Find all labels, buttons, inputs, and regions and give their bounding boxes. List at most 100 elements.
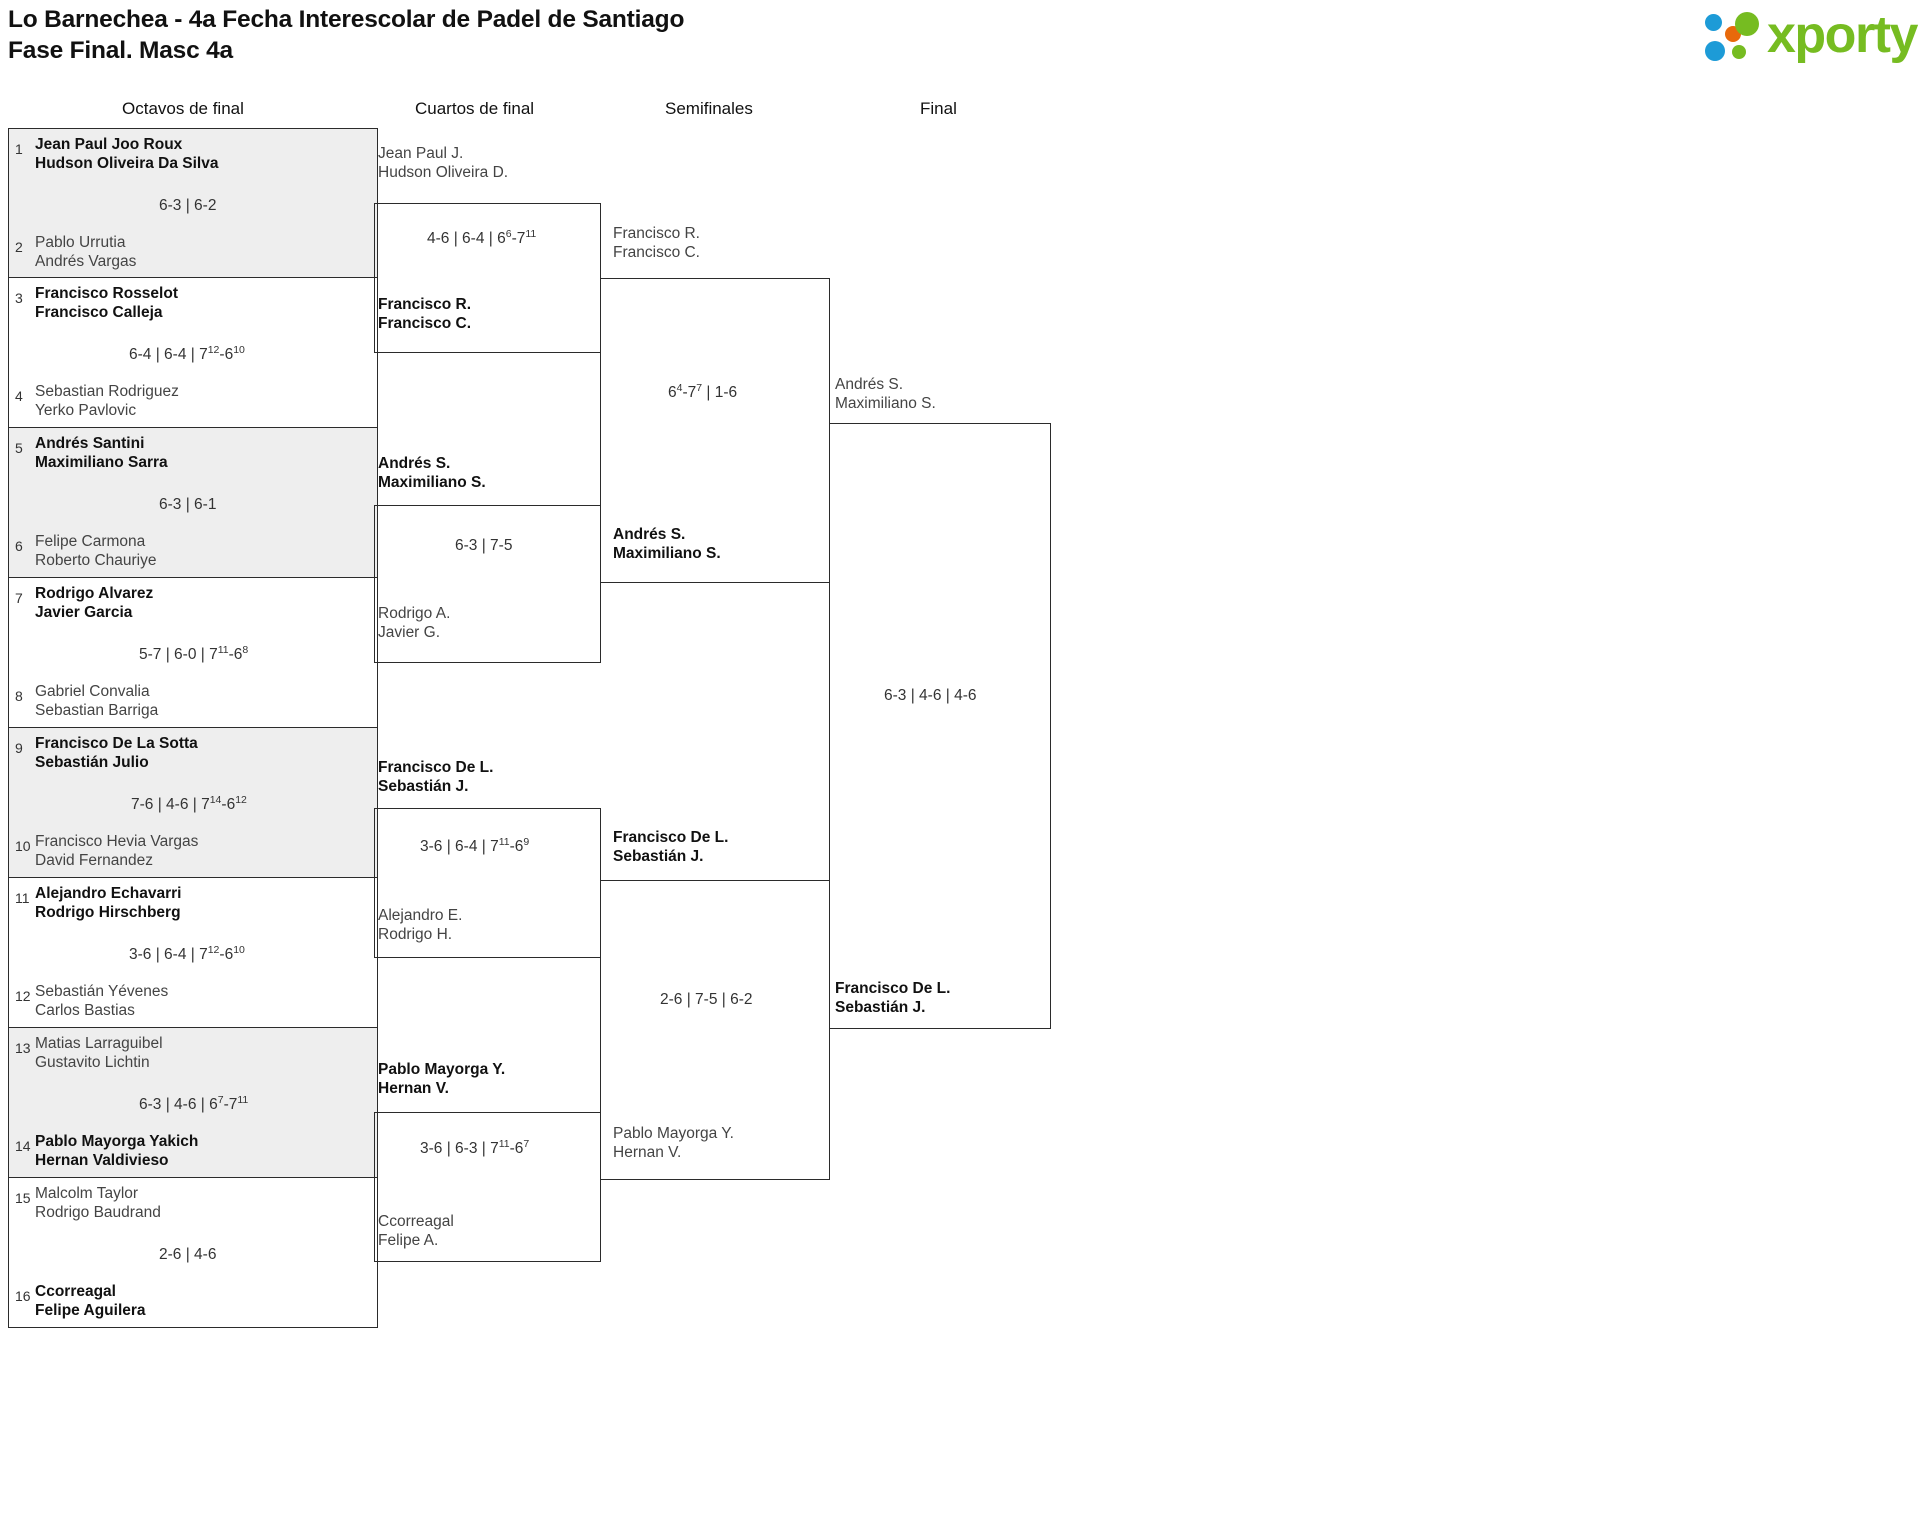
- title-line-1: Lo Barnechea - 4a Fecha Interescolar de …: [8, 6, 685, 33]
- team-player-2: Yerko Pavlovic: [35, 402, 137, 419]
- team-player-2: Gustavito Lichtin: [35, 1054, 150, 1071]
- team-player-2: Maximiliano Sarra: [35, 454, 168, 471]
- r4-team-player-2: Maximiliano S.: [835, 395, 936, 412]
- r1-match-6[interactable]: 11 Alejandro Echavarri Rodrigo Hirschber…: [8, 878, 378, 1028]
- match-score: 6-3 | 4-6 | 67-711: [139, 1093, 249, 1113]
- xporty-logo[interactable]: xporty: [1705, 6, 1918, 68]
- r2-match-2-box[interactable]: [374, 505, 601, 663]
- r1-match-2[interactable]: 3 Francisco Rosselot Francisco Calleja 6…: [8, 278, 378, 428]
- r2-team-player-2: Rodrigo H.: [378, 926, 453, 943]
- r4-team-player-1: Francisco De L.: [835, 980, 951, 997]
- seed-number: 6: [15, 538, 23, 554]
- seed-number: 8: [15, 688, 23, 704]
- seed-number: 5: [15, 440, 23, 456]
- round-heading-cuartos: Cuartos de final: [415, 99, 535, 118]
- seed-number: 14: [15, 1138, 31, 1154]
- team-player-1: Pablo Mayorga Yakich: [35, 1133, 199, 1150]
- r2-team-player-2: Sebastián J.: [378, 778, 469, 795]
- r3-match-score: 2-6 | 7-5 | 6-2: [660, 991, 753, 1008]
- r2-match-score: 3-6 | 6-4 | 711-69: [420, 835, 530, 855]
- team-player-1: Gabriel Convalia: [35, 683, 150, 700]
- page-header: Lo Barnechea - 4a Fecha Interescolar de …: [0, 0, 1920, 78]
- r1-match-1[interactable]: 1 Jean Paul Joo Roux Hudson Oliveira Da …: [8, 128, 378, 278]
- r3-team-player-1: Pablo Mayorga Y.: [613, 1125, 734, 1142]
- r2-team-player-1: Francisco R.: [378, 296, 472, 313]
- team-player-1: Jean Paul Joo Roux: [35, 136, 183, 153]
- match-score: 6-3 | 6-1: [159, 496, 217, 513]
- r2-team-player-2: Hernan V.: [378, 1080, 449, 1097]
- seed-number: 4: [15, 388, 23, 404]
- team-player-1: Felipe Carmona: [35, 533, 146, 550]
- r2-match-score: 6-3 | 7-5: [455, 537, 513, 554]
- r2-match-4-box[interactable]: [374, 1112, 601, 1262]
- team-player-1: Alejandro Echavarri: [35, 885, 182, 902]
- seed-number: 7: [15, 590, 23, 606]
- team-player-2: Sebastian Barriga: [35, 702, 159, 719]
- r2-team-player-2: Javier G.: [378, 624, 441, 641]
- logo-wordmark: xporty: [1767, 6, 1918, 64]
- match-score: 2-6 | 4-6: [159, 1246, 217, 1263]
- r2-match-score: 4-6 | 6-4 | 66-711: [427, 227, 537, 247]
- seed-number: 13: [15, 1040, 31, 1056]
- r2-team-player-1: Francisco De L.: [378, 759, 494, 776]
- team-player-1: Matias Larraguibel: [35, 1035, 163, 1052]
- round-heading-octavos: Octavos de final: [122, 99, 244, 118]
- r3-team-player-1: Francisco De L.: [613, 829, 729, 846]
- team-player-2: Carlos Bastias: [35, 1002, 135, 1019]
- match-score: 6-3 | 6-2: [159, 197, 217, 214]
- team-player-2: Roberto Chauriye: [35, 552, 157, 569]
- team-player-1: Ccorreagal: [35, 1283, 116, 1300]
- round-heading-semifinales: Semifinales: [665, 99, 753, 118]
- seed-number: 15: [15, 1190, 31, 1206]
- team-player-2: Rodrigo Baudrand: [35, 1204, 161, 1221]
- r2-team-player-1: Rodrigo A.: [378, 605, 451, 622]
- r3-team-player-2: Maximiliano S.: [613, 545, 721, 562]
- team-player-2: Hudson Oliveira Da Silva: [35, 155, 219, 172]
- r2-team-player-1: Pablo Mayorga Y.: [378, 1061, 506, 1078]
- team-player-1: Francisco Hevia Vargas: [35, 833, 199, 850]
- r1-match-8[interactable]: 15 Malcolm Taylor Rodrigo Baudrand 2-6 |…: [8, 1178, 378, 1328]
- seed-number: 3: [15, 290, 23, 306]
- r2-team-player-2: Felipe A.: [378, 1232, 439, 1249]
- r3-team-player-2: Sebastián J.: [613, 848, 704, 865]
- seed-number: 12: [15, 988, 31, 1004]
- team-player-2: Javier Garcia: [35, 604, 133, 621]
- team-player-2: Sebastián Julio: [35, 754, 149, 771]
- team-player-2: Andrés Vargas: [35, 253, 137, 270]
- r1-match-4[interactable]: 7 Rodrigo Alvarez Javier Garcia 5-7 | 6-…: [8, 578, 378, 728]
- logo-dots-icon: [1705, 12, 1769, 64]
- seed-number: 16: [15, 1288, 31, 1304]
- r3-team-player-1: Francisco R.: [613, 225, 700, 242]
- seed-number: 1: [15, 141, 23, 157]
- team-player-2: Hernan Valdivieso: [35, 1152, 169, 1169]
- r4-match-score: 6-3 | 4-6 | 4-6: [884, 687, 977, 704]
- r4-final-box[interactable]: [829, 423, 1051, 1029]
- team-player-1: Francisco De La Sotta: [35, 735, 198, 752]
- match-score: 6-4 | 6-4 | 712-610: [129, 343, 245, 363]
- team-player-1: Malcolm Taylor: [35, 1185, 139, 1202]
- match-score: 7-6 | 4-6 | 714-612: [131, 793, 247, 813]
- r4-team-player-2: Sebastián J.: [835, 999, 926, 1016]
- r1-match-7[interactable]: 13 Matias Larraguibel Gustavito Lichtin …: [8, 1028, 378, 1178]
- team-player-1: Andrés Santini: [35, 435, 145, 452]
- page-title: Lo Barnechea - 4a Fecha Interescolar de …: [8, 4, 684, 66]
- r2-team-player-1: Jean Paul J.: [378, 145, 464, 162]
- seed-number: 2: [15, 239, 23, 255]
- match-score: 3-6 | 6-4 | 712-610: [129, 943, 245, 963]
- r3-team-player-2: Francisco C.: [613, 244, 700, 261]
- r2-team-player-1: Ccorreagal: [378, 1213, 454, 1230]
- r4-team-player-1: Andrés S.: [835, 376, 904, 393]
- r3-team-player-1: Andrés S.: [613, 526, 686, 543]
- r1-match-5[interactable]: 9 Francisco De La Sotta Sebastián Julio …: [8, 728, 378, 878]
- seed-number: 9: [15, 740, 23, 756]
- r3-team-player-2: Hernan V.: [613, 1144, 682, 1161]
- team-player-2: Felipe Aguilera: [35, 1302, 146, 1319]
- seed-number: 10: [15, 838, 31, 854]
- team-player-2: Rodrigo Hirschberg: [35, 904, 181, 921]
- match-score: 5-7 | 6-0 | 711-68: [139, 643, 249, 663]
- team-player-2: David Fernandez: [35, 852, 154, 869]
- r2-match-score: 3-6 | 6-3 | 711-67: [420, 1137, 530, 1157]
- seed-number: 11: [15, 890, 30, 906]
- r1-match-3[interactable]: 5 Andrés Santini Maximiliano Sarra 6-3 |…: [8, 428, 378, 578]
- r3-match-2-box[interactable]: [600, 880, 830, 1180]
